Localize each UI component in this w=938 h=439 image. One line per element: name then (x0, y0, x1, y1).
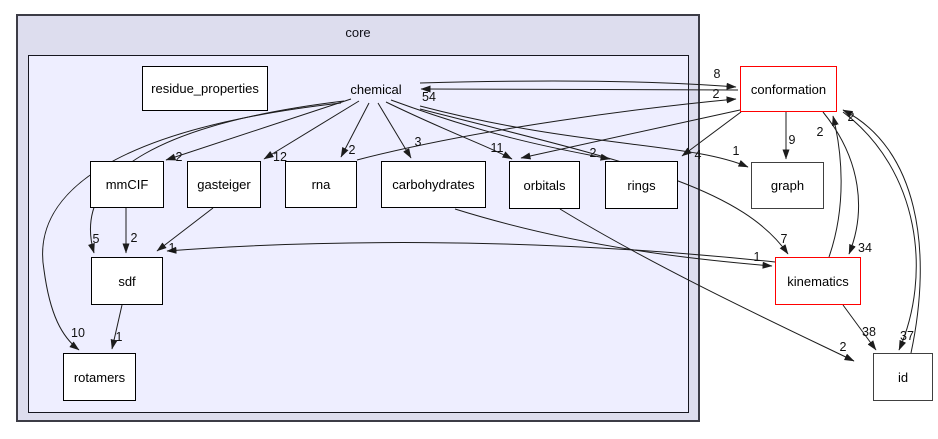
edge-conformation-kinematics (822, 111, 859, 255)
edge-chemical-graph (419, 105, 749, 168)
edge-label: 2 (848, 110, 855, 124)
edge-chemical-rings (390, 99, 611, 161)
node-conformation[interactable]: conformation (740, 66, 837, 112)
node-graph[interactable]: graph (751, 162, 824, 209)
node-id[interactable]: id (873, 353, 933, 401)
edge-chemical-conformation (419, 80, 737, 90)
cluster-chemical (28, 55, 689, 413)
edge-label: 2 (590, 146, 597, 160)
edge-conformation-orbitals (520, 109, 741, 160)
node-gasteiger[interactable]: gasteiger (187, 161, 261, 208)
edge-gasteiger-sdf (156, 207, 214, 252)
edge-kinematics-conformation (828, 115, 842, 258)
node-chemical-label: chemical (350, 81, 402, 97)
edge-label: 34 (858, 241, 872, 255)
edge-chemical-rotamers (42, 102, 342, 351)
edge-label: 3 (415, 135, 422, 149)
edge-label: 2 (713, 87, 720, 101)
edge-label: 2 (840, 340, 847, 354)
edge-conformation-chemical (420, 85, 739, 93)
edge-kinematics-sdf (166, 242, 776, 263)
edge-orbitals-id (559, 208, 855, 362)
edge-chemical-gasteiger (263, 100, 360, 160)
edge-chemical-rna (340, 102, 370, 158)
node-orbitals[interactable]: orbitals (509, 161, 580, 209)
edge-label: 2 (349, 143, 356, 157)
edge-label: 10 (71, 326, 85, 340)
node-rna[interactable]: rna (285, 161, 357, 208)
edge-id-conformation (842, 109, 921, 354)
edge-kinematics-id (842, 304, 877, 351)
edge-label: 4 (695, 148, 702, 162)
edge-label: 1 (754, 250, 761, 264)
edge-rna-conformation (356, 96, 737, 161)
cluster-core-label: core (345, 25, 371, 40)
edge-label: 54 (422, 90, 436, 104)
edge-label: 12 (273, 150, 287, 164)
edge-label: 11 (491, 141, 504, 155)
edge-sdf-rotamers (110, 304, 123, 350)
edge-label: 5 (93, 232, 100, 246)
edge-label: 2 (131, 231, 138, 245)
edge-label: 1 (733, 144, 740, 158)
edge-label: 1 (169, 241, 176, 255)
edge-conformation-rings (681, 111, 742, 157)
edge-label: 7 (781, 232, 788, 246)
edge-label: 2 (176, 150, 183, 164)
edge-label: 8 (714, 67, 721, 81)
node-kinematics[interactable]: kinematics (775, 257, 861, 305)
node-residue-properties[interactable]: residue_properties (142, 66, 268, 111)
node-rotamers[interactable]: rotamers (63, 353, 136, 401)
edge-label: 2 (817, 125, 824, 139)
edge-conformation-id (842, 111, 917, 351)
edge-label: 1 (116, 330, 123, 344)
node-sdf[interactable]: sdf (91, 257, 163, 305)
node-rings[interactable]: rings (605, 161, 678, 209)
edge-chemical-orbitals (385, 101, 513, 160)
edge-label: 38 (862, 325, 876, 339)
edge-label: 9 (789, 133, 796, 147)
edge-chemical-mmcif (165, 98, 352, 161)
node-carbohydrates[interactable]: carbohydrates (381, 161, 486, 208)
node-mmcif[interactable]: mmCIF (90, 161, 164, 208)
edge-chemical-carbohydrates (377, 102, 412, 159)
edge-chemical-sdf (88, 100, 345, 254)
edge-label: 37 (900, 329, 914, 343)
